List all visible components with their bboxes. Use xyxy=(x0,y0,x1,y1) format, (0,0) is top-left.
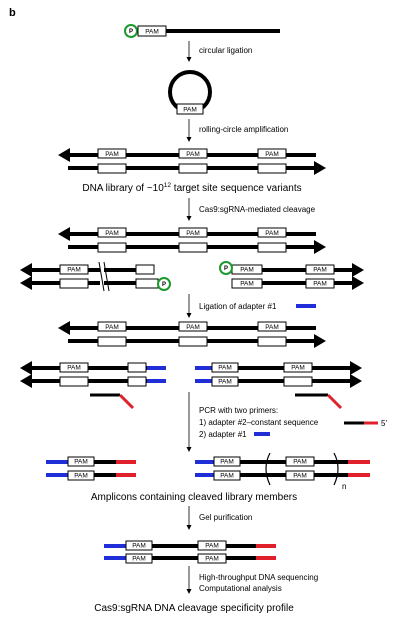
library-caption: DNA library of ~1012 target site sequenc… xyxy=(82,182,301,194)
linear-monomer: P PAM xyxy=(124,24,280,38)
phosphate-label: P xyxy=(224,266,228,272)
pam-label: PAM xyxy=(105,230,119,237)
pam-label: PAM xyxy=(105,151,119,158)
step-sequencing: High-throughput DNA sequencing xyxy=(199,573,318,582)
pam-label: PAM xyxy=(265,151,279,158)
step-arrow xyxy=(186,119,192,142)
step-circular-ligation: circular ligation xyxy=(199,46,252,55)
step-arrow xyxy=(186,198,192,221)
amplicons-caption: Amplicons containing cleaved library mem… xyxy=(91,492,297,503)
phosphate-marker: P xyxy=(219,261,233,275)
pam-label: PAM xyxy=(240,281,254,288)
step-gel: Gel purification xyxy=(199,513,252,522)
primer-5prime-label: 5' xyxy=(381,419,387,428)
pam-label: PAM xyxy=(313,281,327,288)
pam-label: PAM xyxy=(186,324,200,331)
step-pcr-title: PCR with two primers: xyxy=(199,406,278,415)
circular-template: PAM xyxy=(168,70,212,115)
step-adapter-ligation: Ligation of adapter #1 xyxy=(199,302,277,311)
phosphate-marker: P xyxy=(124,24,138,38)
pam-label: PAM xyxy=(313,267,327,274)
library-caption-exponent: 12 xyxy=(164,182,172,189)
pam-label: PAM xyxy=(293,459,307,466)
amplicon-repeat: PAM PAM PAM PAM n xyxy=(195,452,370,491)
pam-label: PAM xyxy=(220,473,234,480)
step-arrow xyxy=(186,566,192,594)
concatemer-library: PAM PAM PAM xyxy=(58,148,326,175)
pam-label: PAM xyxy=(265,324,279,331)
pam-label: PAM xyxy=(186,151,200,158)
primer2-legend: 5' xyxy=(344,419,387,428)
pam-label: PAM xyxy=(132,556,146,563)
pam-label: PAM xyxy=(220,459,234,466)
library-caption-prefix: DNA library of ~10 xyxy=(82,183,164,194)
pam-label: PAM xyxy=(105,324,119,331)
pam-label: PAM xyxy=(132,543,146,550)
pam-label: PAM xyxy=(218,365,232,372)
phosphate-label: P xyxy=(129,29,133,35)
pam-label: PAM xyxy=(291,365,305,372)
pam-label: PAM xyxy=(293,473,307,480)
pam-label: PAM xyxy=(265,230,279,237)
pam-label: PAM xyxy=(205,556,219,563)
pam-label: PAM xyxy=(218,379,232,386)
pam-label: PAM xyxy=(74,459,88,466)
pam-label: PAM xyxy=(240,267,254,274)
ligated-fragment-right: PAM PAM PAM xyxy=(195,361,362,410)
phosphate-label: P xyxy=(162,282,166,288)
pam-label: PAM xyxy=(74,473,88,480)
pam-label: PAM xyxy=(205,543,219,550)
cleaved-fragment-left: PAM P xyxy=(20,261,171,292)
step-pcr-primer1: 1) adapter #2–constant sequence xyxy=(199,418,319,427)
amplicon-short: PAM PAM xyxy=(46,456,136,481)
step-arrow xyxy=(186,41,192,62)
cleaved-fragment-right: PAM PAM PAM PAM P xyxy=(219,261,364,290)
step-cleavage: Cas9:sgRNA-mediated cleavage xyxy=(199,205,316,214)
final-caption: Cas9:sgRNA DNA cleavage specificity prof… xyxy=(94,603,294,614)
phosphate-marker: P xyxy=(157,277,171,291)
repeat-bracket-close xyxy=(333,452,339,486)
step-pcr-primer2: 2) adapter #1 xyxy=(199,430,247,439)
repeat-count-label: n xyxy=(342,482,346,491)
step-arrow xyxy=(186,392,192,452)
purified-amplicon: PAM PAM PAM PAM xyxy=(104,540,276,564)
library-before-cleavage: PAM PAM PAM xyxy=(58,227,326,254)
library-caption-suffix: target site sequence variants xyxy=(171,183,302,194)
step-rolling-circle: rolling-circle amplification xyxy=(199,125,288,134)
step-analysis: Computational analysis xyxy=(199,584,282,593)
step-arrow xyxy=(186,294,192,318)
repeat-bracket-open xyxy=(265,452,271,486)
pam-label: PAM xyxy=(186,230,200,237)
library-after-ligation: PAM PAM PAM xyxy=(58,321,326,348)
pam-label: PAM xyxy=(67,365,81,372)
ligated-fragment-left: PAM xyxy=(20,361,166,410)
panel-label: b xyxy=(9,7,16,19)
pam-label: PAM xyxy=(183,107,197,114)
pam-label: PAM xyxy=(67,267,81,274)
step-arrow xyxy=(186,506,192,530)
pam-label: PAM xyxy=(145,29,159,36)
